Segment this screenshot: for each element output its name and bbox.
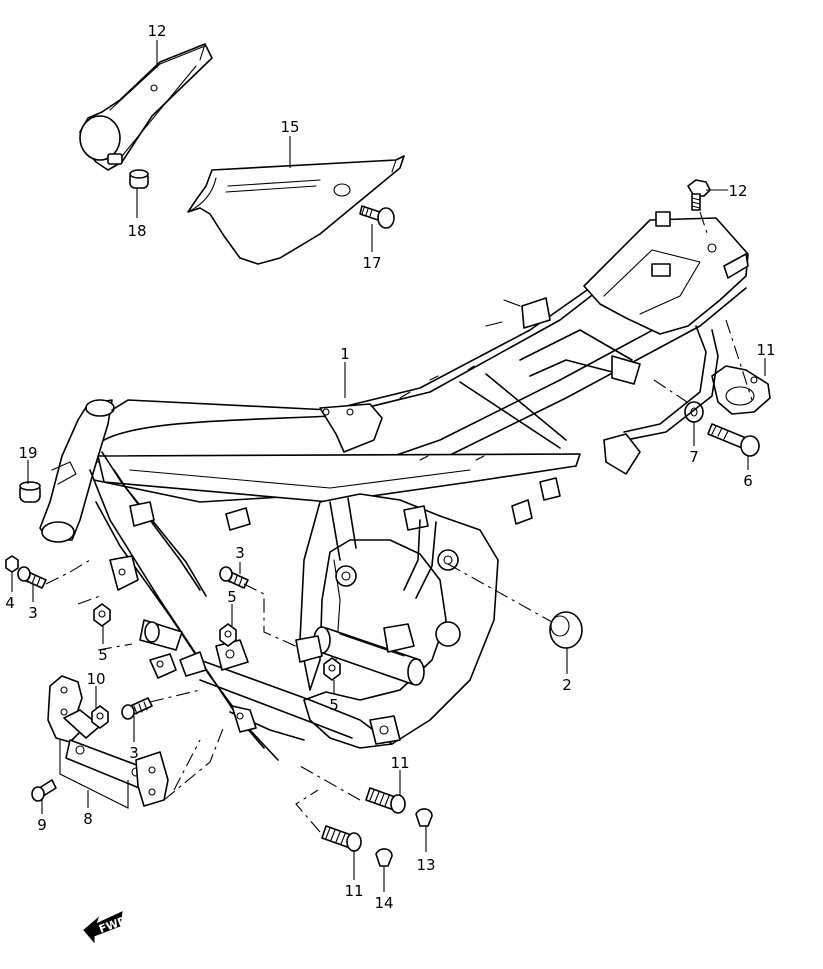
bolt-part-3-center bbox=[219, 566, 249, 589]
callout-16: 15 bbox=[280, 118, 299, 136]
callout-19: 19 bbox=[18, 444, 37, 462]
bolt-part-3-left bbox=[17, 566, 47, 589]
grommet-part-18 bbox=[129, 169, 149, 189]
side-cover-part-15 bbox=[79, 43, 213, 171]
callout-6: 6 bbox=[743, 472, 753, 490]
bolt-part-6 bbox=[707, 423, 760, 457]
bolt-part-9 bbox=[31, 779, 57, 802]
screw-part-17 bbox=[359, 205, 395, 229]
bolt-part-11-upper bbox=[365, 787, 406, 814]
nut-part-4 bbox=[5, 555, 19, 573]
callout-13: 11 bbox=[756, 341, 775, 359]
callout-2: 2 bbox=[562, 676, 572, 694]
callout-5-left: 5 bbox=[98, 646, 108, 664]
callout-12-left: 14 bbox=[374, 894, 393, 912]
callout-18: 18 bbox=[127, 222, 146, 240]
callout-12-right: 13 bbox=[416, 856, 435, 874]
callout-5-center: 5 bbox=[227, 588, 237, 606]
nut-part-5-left bbox=[93, 603, 111, 627]
callout-5-right: 5 bbox=[329, 696, 339, 714]
nut-part-10 bbox=[91, 705, 109, 729]
bolt-part-3-lower bbox=[121, 697, 153, 720]
side-cover-part-16 bbox=[187, 155, 405, 265]
callout-3-center: 3 bbox=[235, 544, 245, 562]
cap-part-12-left bbox=[375, 848, 393, 867]
cap-part-2 bbox=[549, 611, 583, 649]
cap-part-12-right bbox=[415, 808, 433, 827]
callout-15: 12 bbox=[147, 22, 166, 40]
bushing-part-19 bbox=[19, 481, 41, 503]
callout-4: 4 bbox=[5, 594, 15, 612]
callout-1: 1 bbox=[340, 345, 350, 363]
callout-9: 9 bbox=[37, 816, 47, 834]
bolt-part-11-lower bbox=[321, 825, 362, 852]
callout-11-lower: 11 bbox=[344, 882, 363, 900]
callout-3-lower: 3 bbox=[129, 744, 139, 762]
callout-10: 10 bbox=[86, 670, 105, 688]
callout-11-upper: 11 bbox=[390, 754, 409, 772]
fwd-direction-badge: FWD bbox=[83, 911, 129, 944]
alignment-lines bbox=[45, 211, 753, 833]
bracket-part-8 bbox=[47, 675, 169, 807]
bracket-part-13 bbox=[711, 365, 771, 415]
callout-8: 8 bbox=[83, 810, 93, 828]
leader-lines bbox=[11, 40, 766, 892]
bolt-part-14 bbox=[687, 179, 711, 211]
callout-labels: 12 18 15 17 12 11 1 7 6 19 4 3 3 5 5 5 1… bbox=[5, 22, 775, 912]
main-frame-part-1 bbox=[39, 211, 749, 761]
nut-part-5-right bbox=[323, 657, 341, 681]
callout-3-left: 3 bbox=[28, 604, 38, 622]
callout-17: 17 bbox=[362, 254, 381, 272]
fwd-label: FWD bbox=[97, 914, 128, 936]
callout-7: 7 bbox=[689, 448, 699, 466]
nut-part-5-center bbox=[219, 623, 237, 647]
callout-14: 12 bbox=[728, 182, 747, 200]
